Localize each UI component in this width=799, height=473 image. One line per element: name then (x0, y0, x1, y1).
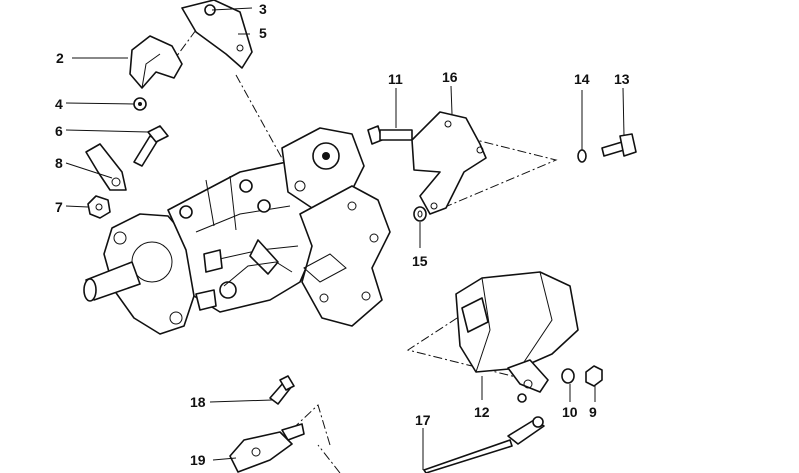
callout-6: 6 (55, 123, 63, 139)
part-6-bolt (133, 125, 169, 167)
callout-labels: 2 3 4 5 6 7 8 9 10 11 12 13 14 15 16 17 … (55, 1, 630, 468)
leader-lines (65, 7, 625, 470)
callout-11: 11 (388, 71, 403, 87)
callout-16: 16 (442, 69, 458, 85)
callout-19: 19 (190, 452, 206, 468)
part-2-bracket (129, 35, 183, 89)
part-15-washer (413, 206, 427, 222)
callout-5: 5 (259, 25, 267, 41)
callout-3: 3 (259, 1, 267, 17)
part-11-bolt (367, 125, 413, 145)
part-9-nut (585, 365, 603, 387)
part-12-actuator (455, 271, 579, 403)
part-5-plate (181, 0, 253, 69)
part-16-bracket (411, 111, 487, 215)
callout-8: 8 (55, 155, 63, 171)
callout-4: 4 (55, 96, 63, 112)
callout-14: 14 (574, 71, 590, 87)
part-18-bolt (269, 375, 295, 405)
callout-18: 18 (190, 394, 206, 410)
callout-2: 2 (56, 50, 64, 66)
part-17-rod (423, 416, 545, 473)
callout-15: 15 (412, 253, 428, 269)
callout-9: 9 (589, 404, 597, 420)
callout-7: 7 (55, 199, 63, 215)
callout-13: 13 (614, 71, 630, 87)
part-4-nut (133, 97, 147, 111)
part-7-nut (87, 195, 111, 219)
callout-12: 12 (474, 404, 490, 420)
callout-17: 17 (415, 412, 431, 428)
part-14-washer (577, 149, 587, 163)
part-8-lever (85, 143, 127, 191)
part-13-bolt (601, 133, 637, 157)
part-19-linkage (229, 423, 305, 473)
callout-10: 10 (562, 404, 578, 420)
injection-pump (83, 127, 391, 335)
part-10-washer (561, 368, 575, 384)
